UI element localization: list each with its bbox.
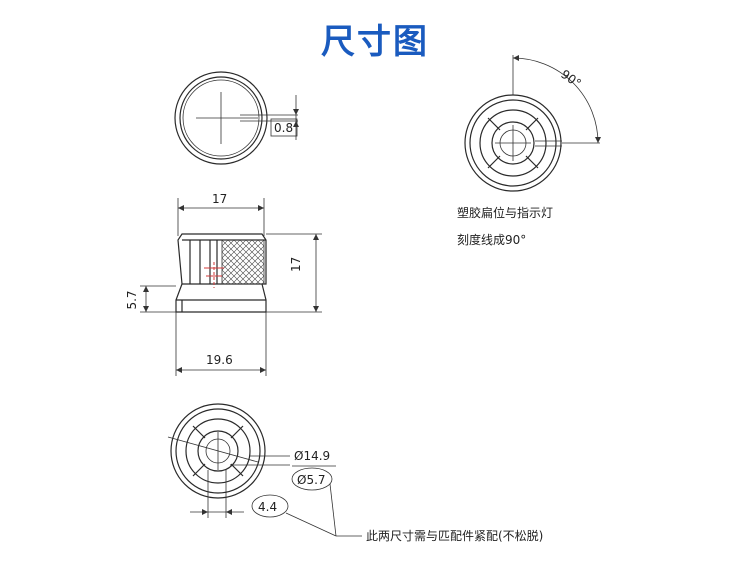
top-width-label: 17 xyxy=(212,192,227,206)
side-view: 17 17 5.7 19.6 xyxy=(125,192,322,376)
bore-diameter-label: Ø5.7 xyxy=(297,473,326,487)
outer-diameter-label: Ø14.9 xyxy=(294,449,330,463)
height-label: 17 xyxy=(289,257,303,272)
indicator-view: 90° xyxy=(464,55,601,192)
top-view: 0.8 xyxy=(174,71,299,165)
base-width-label: 19.6 xyxy=(206,353,233,367)
angle-label: 90° xyxy=(558,67,583,91)
page-title: 尺寸图 xyxy=(321,22,429,62)
fit-note: 此两尺寸需与匹配件紧配(不松脱) xyxy=(366,528,543,543)
indicator-note-line2: 刻度线成90° xyxy=(457,232,526,247)
flat-dimension-label: 4.4 xyxy=(258,500,277,514)
indicator-note-line1: 塑胶扁位与指示灯 xyxy=(457,205,553,220)
wall-dimension-label: 0.8 xyxy=(274,121,293,135)
shaft-height-label: 5.7 xyxy=(125,290,139,309)
bottom-view: Ø14.9 Ø5.7 4.4 xyxy=(167,403,362,537)
